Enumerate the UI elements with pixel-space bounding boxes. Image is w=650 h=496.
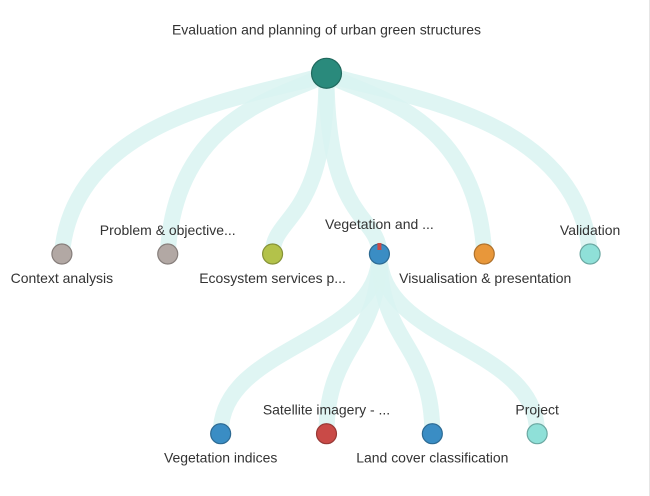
node-vegetation[interactable]: Vegetation and ... xyxy=(325,216,434,265)
node-project-label[interactable]: Project xyxy=(515,402,559,418)
node-project-dot[interactable] xyxy=(526,423,548,445)
connection-links xyxy=(53,65,599,442)
node-ecosystem-services-dot[interactable] xyxy=(261,243,284,265)
link-vegetation-project xyxy=(371,246,546,442)
node-ecosystem-services-label[interactable]: Ecosystem services p... xyxy=(199,270,346,286)
node-satellite-imagery-label[interactable]: Satellite imagery - ... xyxy=(263,402,390,418)
node-land-cover-label[interactable]: Land cover classification xyxy=(356,450,508,466)
node-visualisation-dot[interactable] xyxy=(473,243,495,265)
node-visualisation-label[interactable]: Visualisation & presentation xyxy=(399,270,571,286)
node-validation[interactable]: Validation xyxy=(560,222,620,265)
node-land-cover-dot[interactable] xyxy=(421,423,443,445)
node-vegetation-indices-label[interactable]: Vegetation indices xyxy=(164,450,277,466)
link-root-vegetation xyxy=(318,65,388,262)
node-problem-objectives-dot[interactable] xyxy=(157,243,179,265)
selection-marker xyxy=(377,243,382,250)
node-vegetation-label[interactable]: Vegetation and ... xyxy=(325,216,434,232)
node-problem-objectives[interactable]: Problem & objective... xyxy=(100,222,236,265)
node-context-analysis-label[interactable]: Context analysis xyxy=(11,270,114,286)
link-root-problem-objectives xyxy=(159,65,335,262)
node-validation-dot[interactable] xyxy=(579,243,601,265)
node-context-analysis-dot[interactable] xyxy=(51,243,73,265)
node-satellite-imagery-dot[interactable] xyxy=(315,423,338,445)
map-title: Evaluation and planning of urban green s… xyxy=(172,21,481,37)
node-land-cover[interactable]: Land cover classification xyxy=(356,423,508,466)
node-satellite-imagery[interactable]: Satellite imagery - ... xyxy=(263,402,390,445)
node-layer: Context analysis Problem & objective... Ec… xyxy=(11,57,620,466)
link-root-validation xyxy=(318,65,599,262)
node-root[interactable] xyxy=(310,57,343,89)
node-problem-objectives-label[interactable]: Problem & objective... xyxy=(100,222,236,238)
node-vegetation-indices[interactable]: Vegetation indices xyxy=(164,423,277,466)
node-vegetation-indices-dot[interactable] xyxy=(210,423,232,445)
node-ecosystem-services[interactable]: Ecosystem services p... xyxy=(199,243,346,286)
node-project[interactable]: Project xyxy=(515,402,559,445)
node-visualisation[interactable]: Visualisation & presentation xyxy=(399,243,571,286)
node-validation-label[interactable]: Validation xyxy=(560,222,620,238)
node-root-dot[interactable] xyxy=(310,57,343,89)
node-context-analysis[interactable]: Context analysis xyxy=(11,243,114,286)
